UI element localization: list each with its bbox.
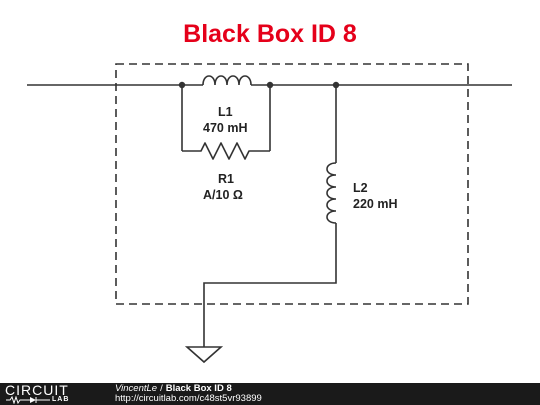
inductor-L1 <box>182 75 270 86</box>
wire-to-ground <box>203 223 337 347</box>
junction-dot <box>332 81 340 89</box>
page-title: Black Box ID 8 <box>183 20 357 48</box>
project-name[interactable]: Black Box ID 8 <box>165 383 232 394</box>
L2-designator-label: L2 <box>353 181 368 195</box>
junction-dot <box>178 81 186 89</box>
resistor-R1 <box>182 142 270 160</box>
L2-value-label: 220 mH <box>353 197 398 211</box>
ground-symbol <box>184 346 224 364</box>
author-name[interactable]: VincentLe <box>115 383 158 394</box>
circuitlab-logo-text: CIRCUIT <box>5 382 69 398</box>
footer-credit: VincentLe/Black Box ID 8 <box>115 384 232 394</box>
inductor-L2 <box>326 162 337 224</box>
credit-separator: / <box>160 383 163 394</box>
R1-designator-label: R1 <box>218 172 234 186</box>
logo-waveform-icon <box>6 396 50 404</box>
circuitlab-logo-subtext: LAB <box>52 396 70 403</box>
black-box-boundary <box>115 63 469 305</box>
L1-designator-label: L1 <box>218 105 233 119</box>
L1-value-label: 470 mH <box>203 121 248 135</box>
project-url-link[interactable]: http://circuitlab.com/c48st5vr93899 <box>115 393 262 404</box>
footer-bar: CIRCUIT LAB VincentLe/Black Box ID 8 htt… <box>0 383 540 405</box>
junction-dot <box>266 81 274 89</box>
R1-value-label: A/10 Ω <box>203 188 243 202</box>
